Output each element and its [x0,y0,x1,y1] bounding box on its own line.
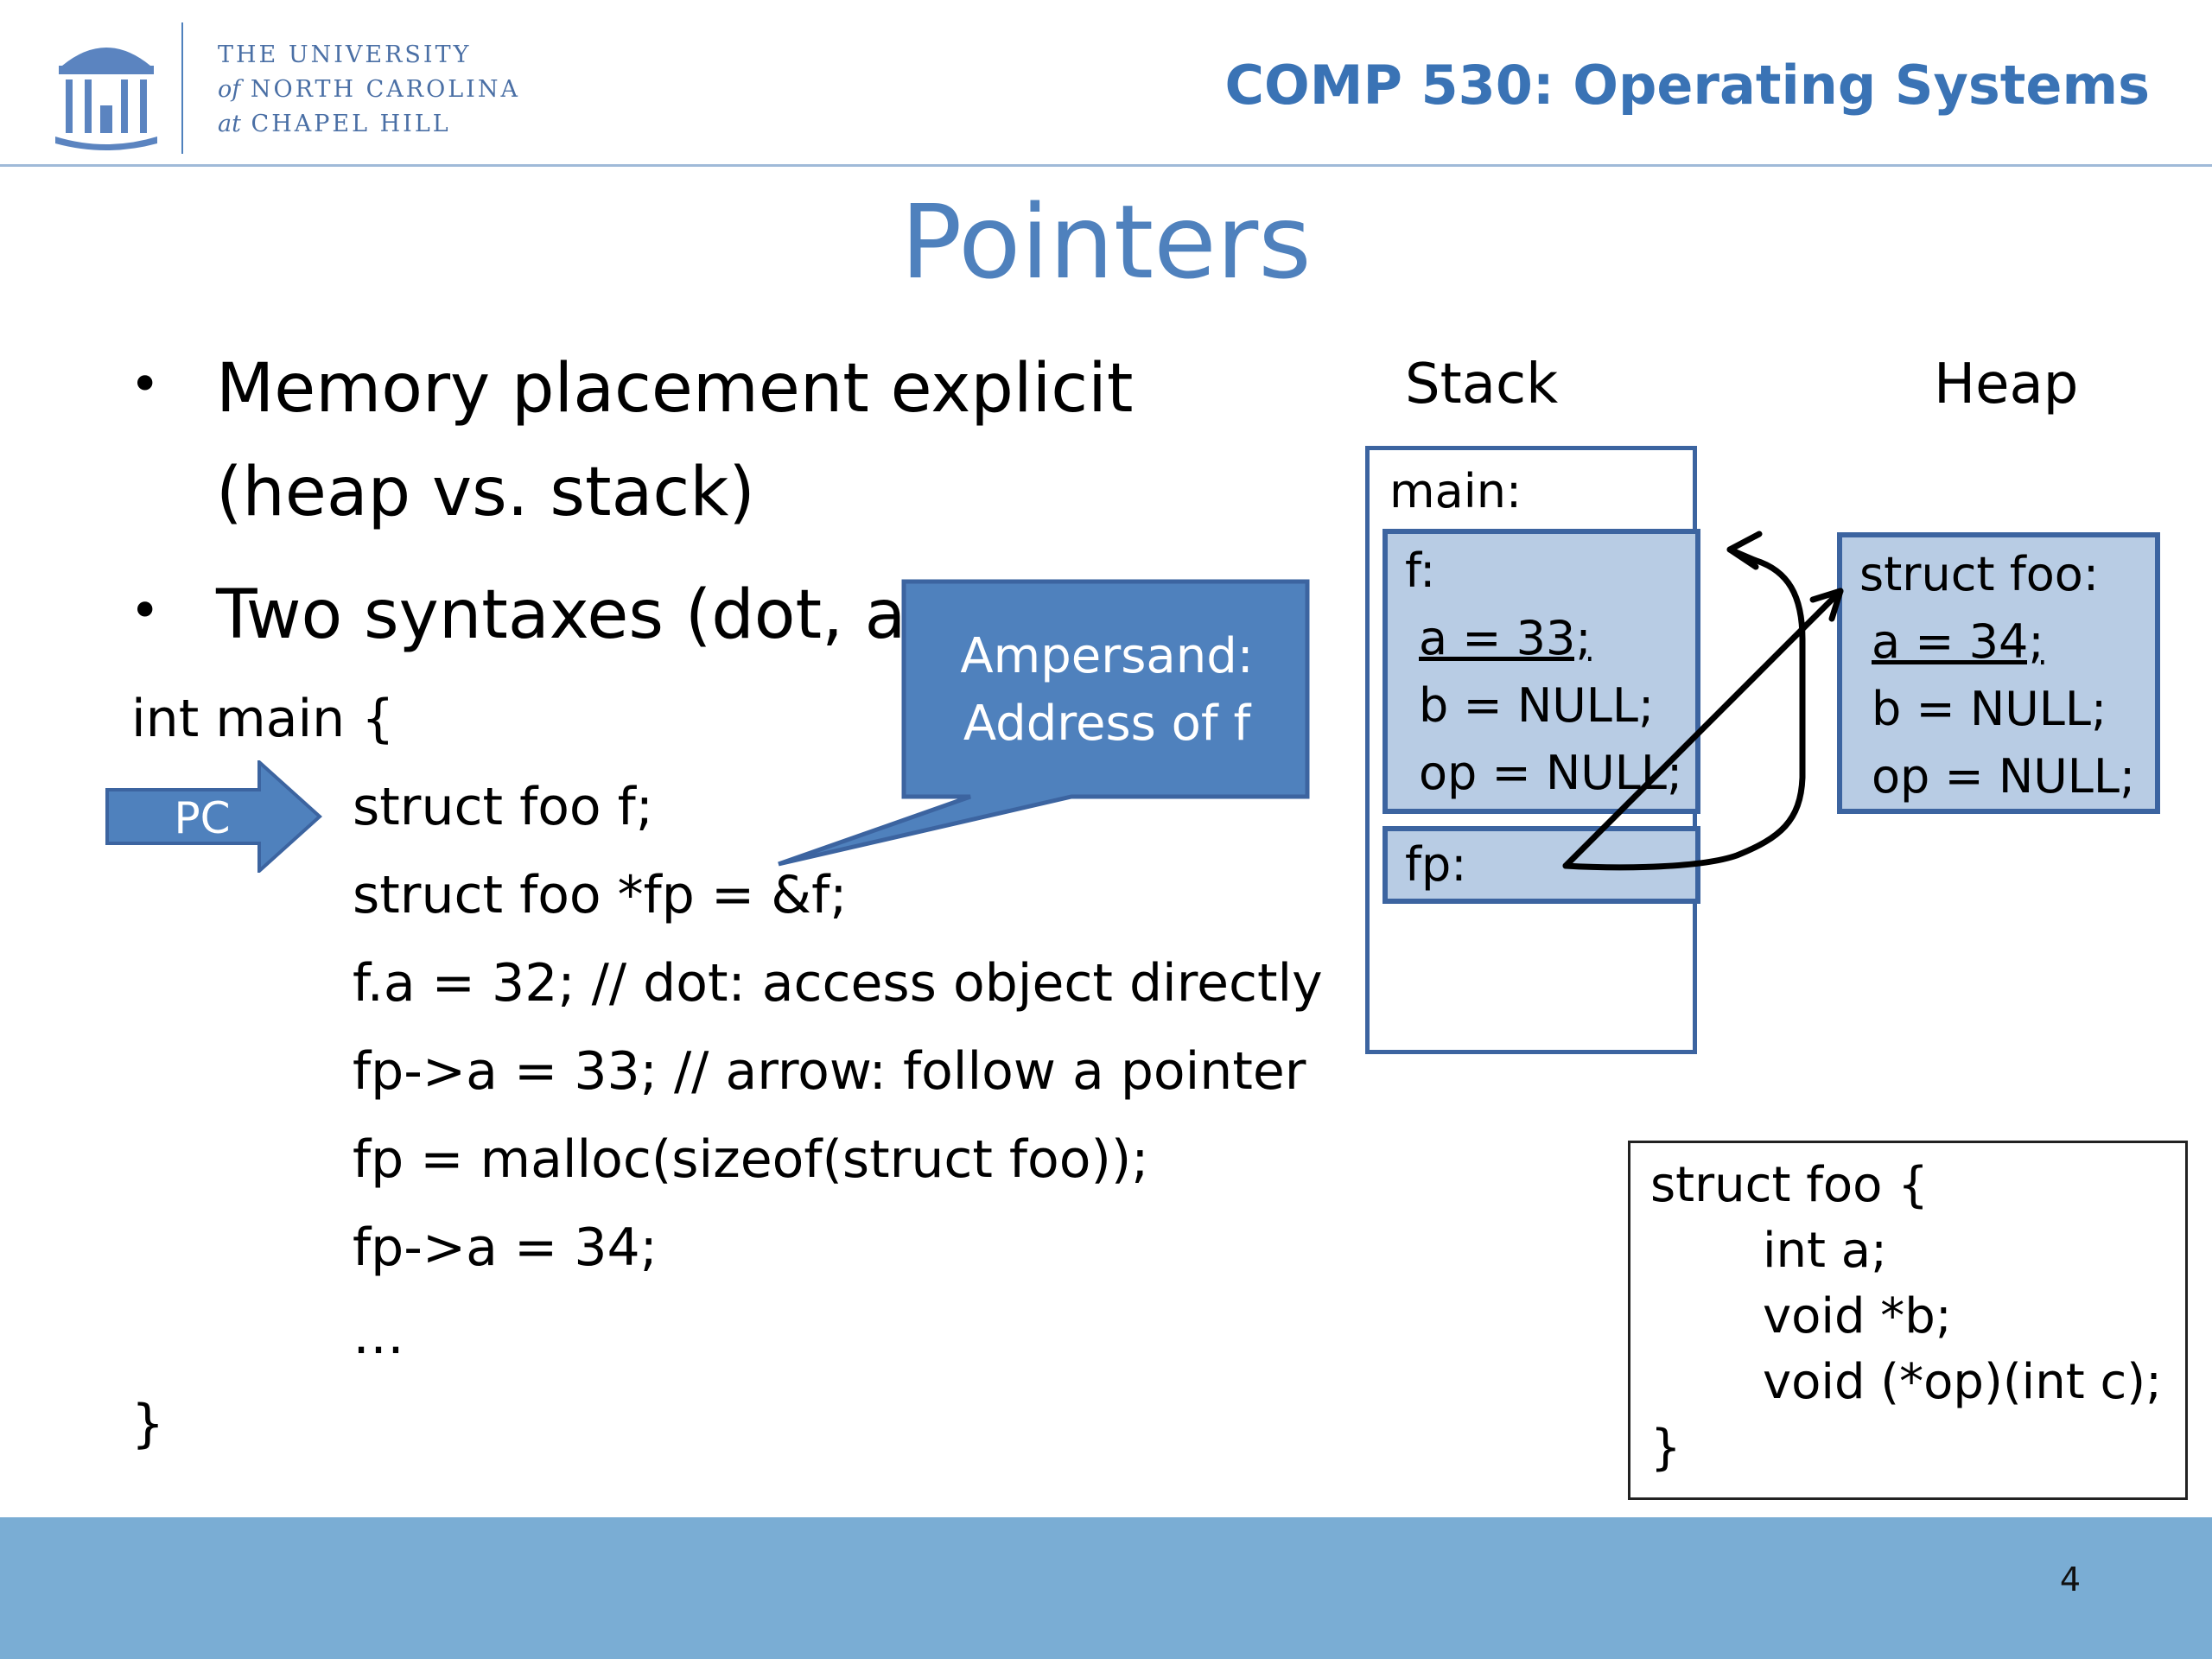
university-name-line2-prefix: of [218,76,241,103]
code-line-5: fp->a = 33; // arrow: follow a pointer [353,1041,1306,1102]
callout-text-line1: Ampersand: [960,628,1254,684]
code-line-8: … [353,1306,404,1366]
bullet-dot-2: • [130,581,161,641]
bullet-2-line1: Two syntaxes (dot, a [216,576,906,654]
footer-bar [0,1517,2212,1659]
code-line-4: f.a = 32; // dot: access object directly [353,953,1323,1014]
bullet-1-line2: (heap vs. stack) [216,454,755,531]
f-field-a: a = 33; [1419,611,1592,665]
struct-def-line1: struct foo { [1650,1157,1929,1213]
header-rule [0,164,2212,167]
heap-field-b: b = NULL; [1872,682,2107,736]
university-name-line3: at CHAPEL HILL [218,111,451,137]
university-name-line3-text: CHAPEL HILL [251,111,451,137]
main-frame-label: main: [1389,464,1522,518]
code-line-3: struct foo *fp = &f; [353,865,848,925]
callout-text-line2: Address of f [963,696,1251,752]
university-name-line1: THE UNIVERSITY [218,41,472,68]
struct-def-line5: } [1650,1420,1681,1476]
university-name-line2: of NORTH CAROLINA [218,76,520,103]
bullet-1-line1: Memory placement explicit [216,350,1134,428]
f-field-op: op = NULL; [1419,746,1683,800]
struct-def-line4: void (*op)(int c); [1763,1354,2162,1410]
heap-label: Heap [1934,353,2079,416]
code-line-1: int main { [131,689,395,749]
code-line-6: fp = malloc(sizeof(struct foo)); [353,1129,1149,1190]
ampersand-callout-shape [778,579,1310,867]
heap-field-a: a = 34; [1872,614,2044,669]
struct-def-line3: void *b; [1763,1288,1952,1344]
stack-label: Stack [1405,353,1559,416]
logo-divider [181,22,183,154]
struct-definition-box [1628,1141,2188,1500]
university-name-line2-text: NORTH CAROLINA [250,76,520,103]
slide-title: Pointers [900,182,1312,302]
bullet-dot-1: • [130,354,161,415]
f-field-b: b = NULL; [1419,678,1655,733]
university-name-line3-prefix: at [218,111,241,137]
course-title: COMP 530: Operating Systems [1224,54,2150,117]
pc-arrow-shape [105,760,322,873]
pc-label: PC [174,793,231,843]
struct-def-line2: int a; [1763,1223,1887,1279]
university-well-logo-icon [55,48,157,150]
code-line-2: struct foo f; [353,777,654,837]
page-number: 4 [2059,1560,2081,1599]
f-label: f: [1405,543,1436,598]
heap-field-op: op = NULL; [1872,749,2136,804]
heap-struct-label: struct foo: [1859,547,2100,601]
code-line-7: fp->a = 34; [353,1217,658,1278]
fp-label: fp: [1405,837,1467,892]
code-line-9: } [131,1394,165,1454]
